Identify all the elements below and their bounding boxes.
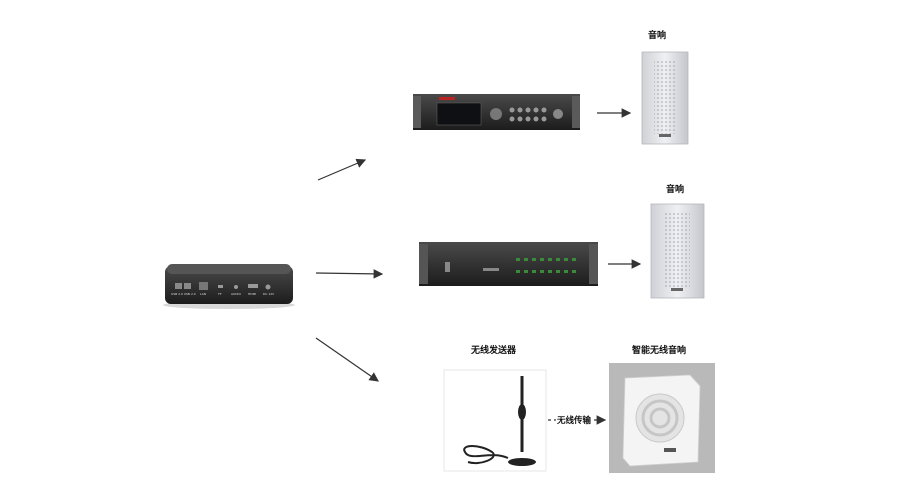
speaker-middle-label: 音响 <box>666 185 685 195</box>
port-label-audio: AUDIO <box>231 292 241 296</box>
arrow-to-amplifier <box>317 158 367 181</box>
amplifier-icon <box>413 94 580 130</box>
column-speaker-icon <box>641 51 689 145</box>
antenna-icon <box>443 369 547 472</box>
port-label-hdmi: HDMI <box>248 292 257 296</box>
wireless-transmitter-label: 无线发送器 <box>471 346 517 356</box>
port-label-tf: TF <box>218 292 222 296</box>
arrow-to-sequencer <box>315 269 384 279</box>
power-sequencer-icon <box>419 242 598 286</box>
column-speaker-icon <box>650 203 705 299</box>
port-label-dc: DC 12V <box>263 292 275 296</box>
smart-wireless-speaker-label: 智能无线音响 <box>632 346 687 356</box>
port-label-lan: LAN <box>200 292 207 296</box>
wireless-transmission-label: 无线传输 <box>557 416 592 426</box>
arrow-to-transmitter <box>315 337 379 382</box>
port-label-usb: USB 2.0 USB 2.0 <box>171 292 196 296</box>
wall-speaker-icon <box>609 363 715 473</box>
media-box-icon <box>163 264 295 309</box>
speaker-top-label: 音响 <box>648 31 667 41</box>
